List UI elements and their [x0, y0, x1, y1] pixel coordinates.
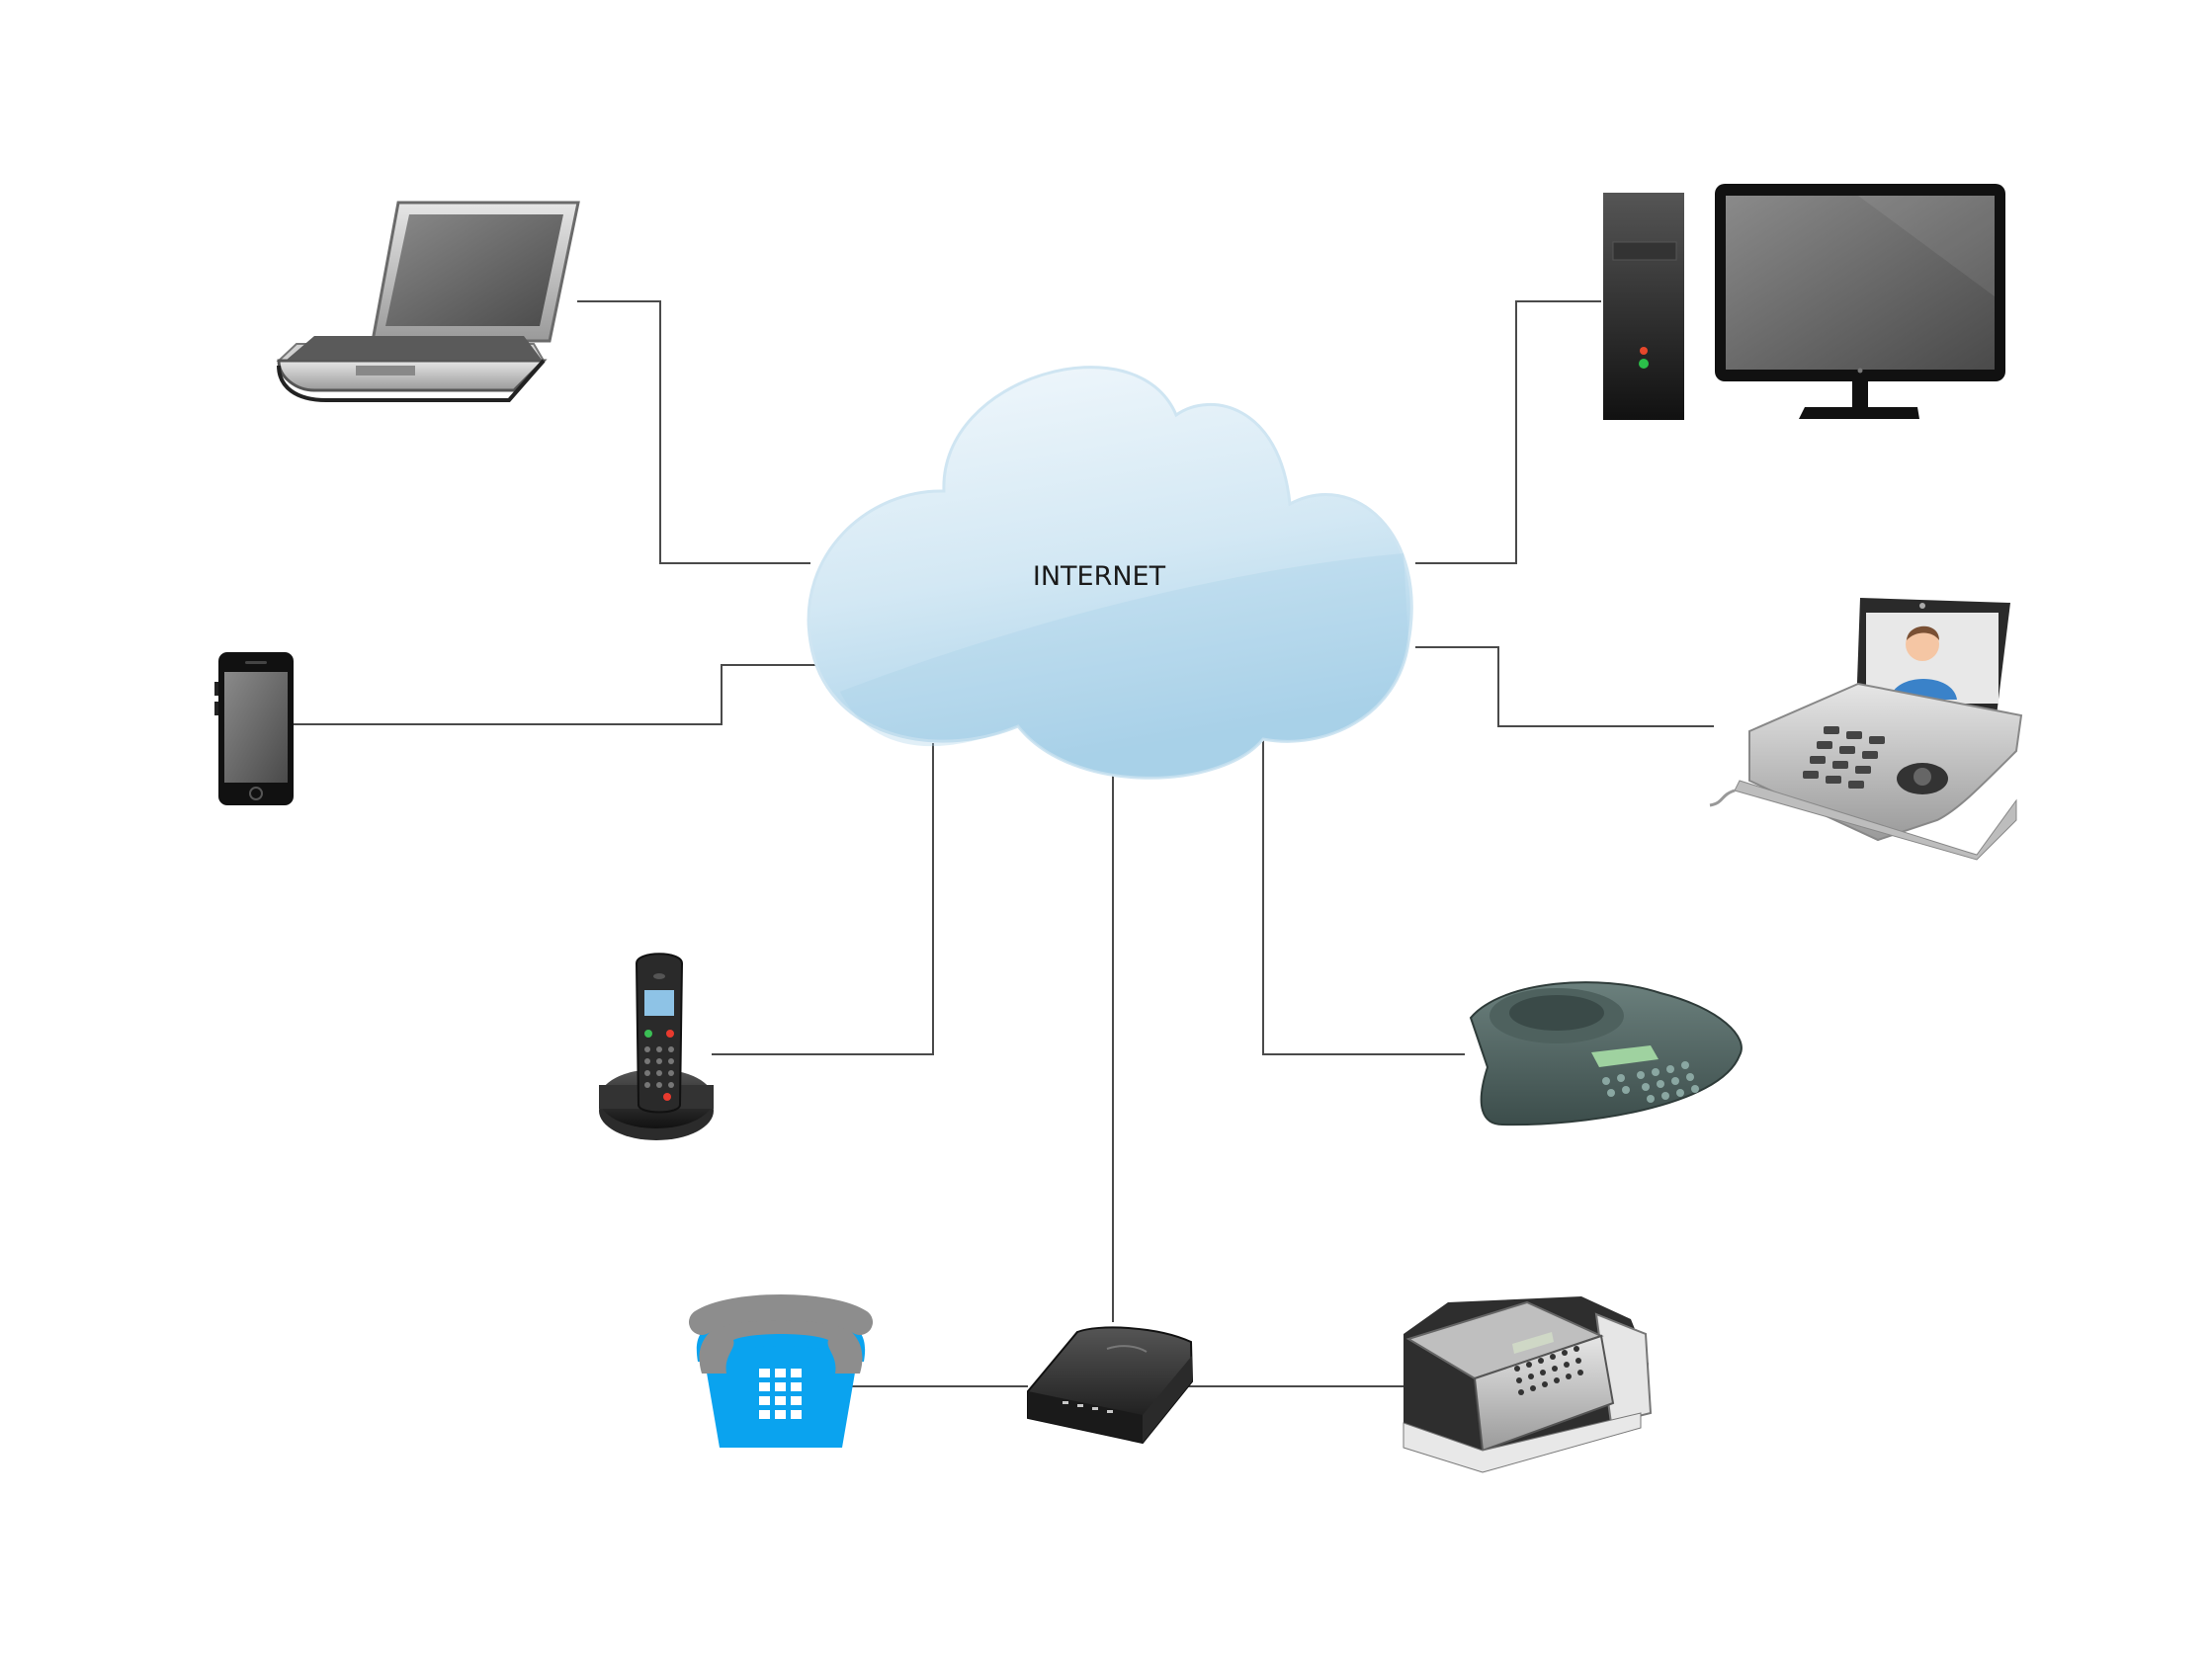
laptop[interactable]	[276, 201, 580, 402]
connection-desktop-computer-cloud	[1415, 300, 1601, 564]
fax-machine-icon	[1403, 1296, 1653, 1473]
analog-phone-icon	[689, 1294, 873, 1448]
conference-phone[interactable]	[1469, 981, 1743, 1126]
analog-phone[interactable]	[689, 1294, 873, 1448]
connection-conference-phone-cloud	[1262, 739, 1465, 1055]
video-phone-icon	[1709, 598, 2023, 861]
smartphone[interactable]	[214, 652, 294, 805]
cloud-label: INTERNET	[1033, 561, 1166, 592]
desktop-computer[interactable]	[1603, 184, 2005, 420]
fax-machine[interactable]	[1403, 1296, 1653, 1473]
connection-laptop-cloud	[577, 300, 810, 564]
smartphone-icon	[214, 652, 294, 805]
voip-adapter-icon	[1027, 1326, 1194, 1445]
cordless-phone[interactable]	[599, 953, 714, 1140]
conference-phone-icon	[1469, 981, 1743, 1126]
laptop-icon	[276, 201, 580, 402]
connection-smartphone-cloud	[293, 664, 818, 725]
internet-cloud[interactable]: INTERNET	[807, 366, 1413, 780]
voip-adapter[interactable]	[1027, 1326, 1194, 1445]
connection-lines	[293, 300, 1714, 1387]
cloud-shape	[807, 366, 1413, 780]
cloud-highlight	[840, 553, 1408, 779]
connection-cordless-phone-cloud	[712, 743, 934, 1055]
cordless-phone-icon	[599, 953, 714, 1140]
desktop-computer-icon	[1603, 184, 2005, 420]
connection-video-phone-cloud	[1415, 646, 1714, 727]
video-phone[interactable]	[1709, 598, 2023, 861]
